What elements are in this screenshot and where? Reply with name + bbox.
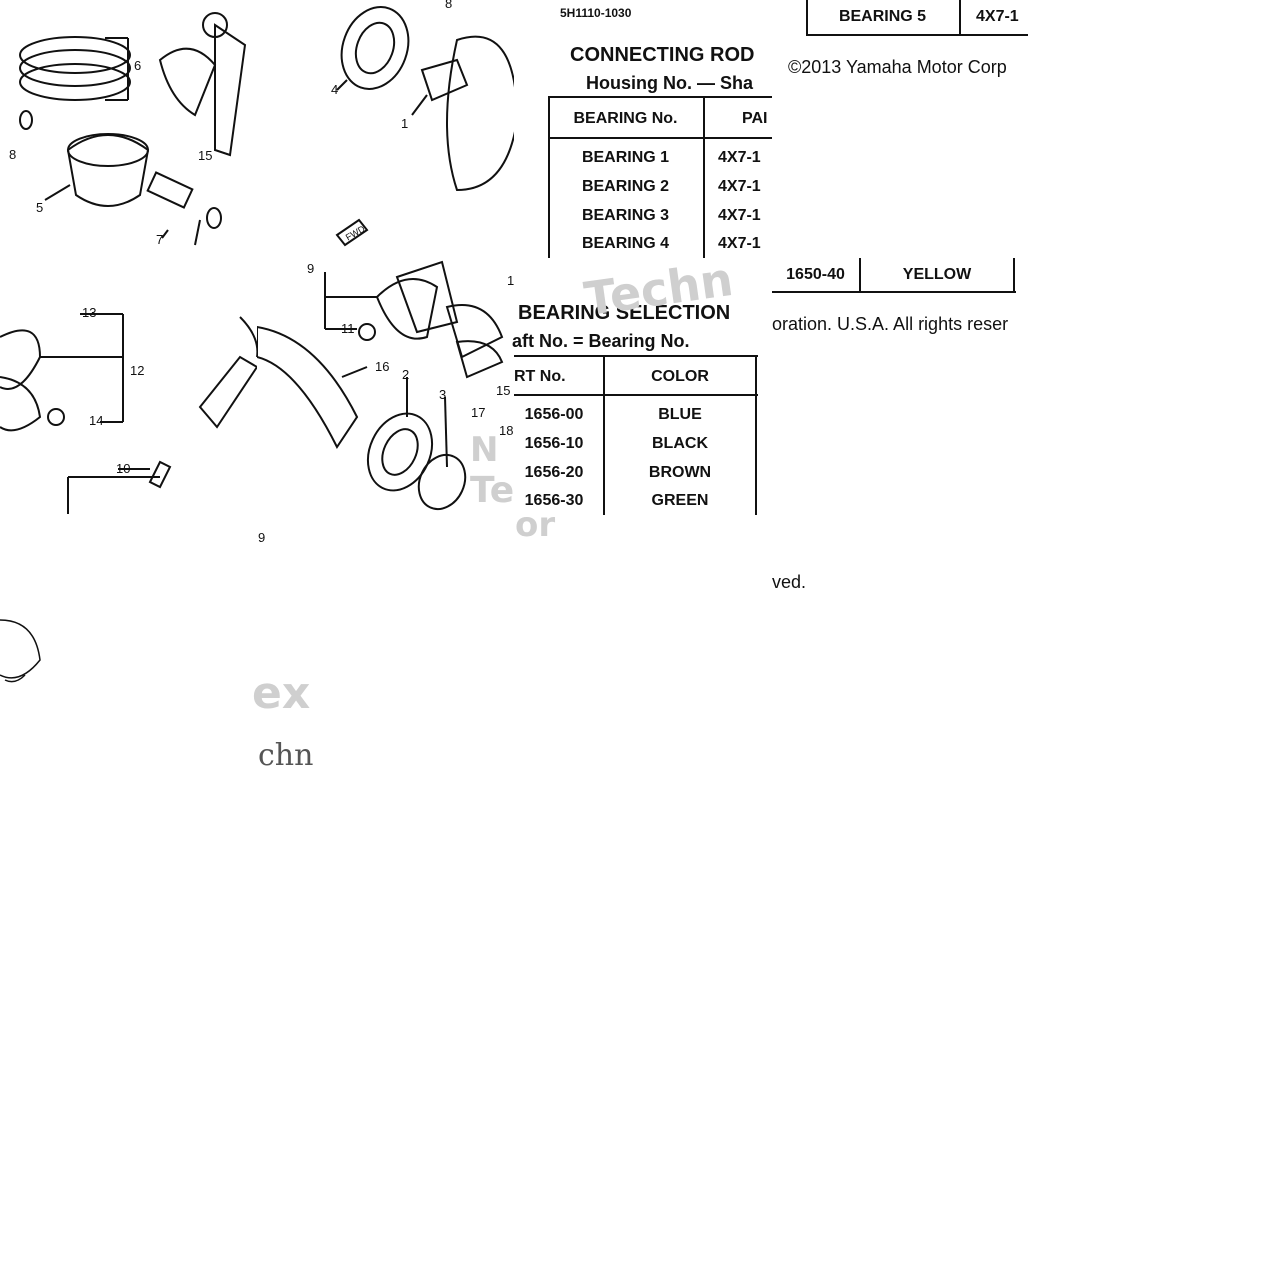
conrod-row4-part: 4X7-1	[718, 235, 761, 252]
bearing-selection-title: BEARING SELECTION	[518, 302, 731, 324]
callout-8: 8	[445, 0, 453, 11]
callout-12: 12	[130, 363, 145, 378]
watermark-n: N	[470, 430, 499, 470]
callout-11: 11	[341, 321, 355, 336]
diagram-tile-crank-bearing: 8 4 1 FWD	[257, 0, 514, 257]
bearing5-part: 4X7-1	[976, 8, 1019, 25]
callout-1-right: 1	[507, 273, 515, 288]
copyright-line2: oration. U.S.A. All rights reser	[772, 314, 1009, 334]
fragment-drawing	[0, 619, 41, 683]
callout-8a: 8	[9, 147, 17, 162]
callout-4: 4	[331, 82, 339, 97]
diagram-tile-pistons: 6 8 5 15 7	[0, 0, 257, 257]
conrod-row1-bearing: BEARING 1	[581, 149, 670, 166]
conrod-title: CONNECTING ROD	[570, 44, 755, 66]
callout-2: 2	[402, 367, 410, 382]
yellow-row-color: YELLOW	[902, 266, 972, 283]
callout-15-right: 15	[496, 383, 511, 398]
watermark-te: Te	[470, 470, 515, 511]
callout-5: 5	[36, 200, 44, 215]
callout-16: 16	[375, 359, 390, 374]
selection-row3-part: 1656-20	[524, 464, 584, 481]
piston-drawing	[19, 12, 247, 246]
bearing-selection-subtitle: aft No. = Bearing No.	[512, 331, 690, 351]
con-rod-drawing	[0, 313, 257, 514]
callout-13: 13	[82, 305, 97, 320]
callout-17: 17	[471, 405, 486, 420]
selection-row2-part: 1656-10	[524, 435, 584, 452]
conrod-row1-part: 4X7-1	[718, 149, 761, 166]
callout-1: 1	[401, 116, 409, 131]
part-code: 5H1110-1030	[560, 6, 632, 20]
callout-9: 9	[307, 261, 315, 276]
selection-row4-color: GREEN	[651, 492, 709, 509]
selection-row3-color: BROWN	[648, 464, 712, 481]
conrod-row3-part: 4X7-1	[718, 207, 761, 224]
copyright-line3: ved.	[772, 572, 807, 592]
watermark-ex: ex	[252, 668, 311, 719]
conrod-subtitle: Housing No. — Sha	[586, 73, 754, 93]
conrod-row3-bearing: BEARING 3	[581, 207, 670, 224]
watermark-or: or	[515, 505, 556, 545]
callout-3: 3	[439, 387, 447, 402]
stray-callout-9: 9	[258, 530, 266, 545]
conrod-table: BEARING No. PAI BEARING 1 4X7-1 BEARING …	[548, 96, 772, 258]
yellow-row-part: 1650-40	[786, 266, 845, 283]
bearing-selection-table: RT No. COLOR 1656-00 BLUE 1656-10 BLACK …	[514, 355, 758, 515]
selection-col-part: RT No.	[514, 368, 566, 385]
diagram-tile-fragment	[0, 590, 60, 700]
bearing5-label: BEARING 5	[838, 8, 927, 25]
callout-10: 10	[116, 461, 131, 476]
callout-15: 15	[198, 148, 213, 163]
selection-row4-part: 1656-30	[524, 492, 584, 509]
selection-row2-color: BLACK	[652, 435, 708, 452]
callout-7: 7	[156, 232, 164, 247]
bearing5-table-fragment: BEARING 5 4X7-1	[806, 0, 1028, 36]
diagram-tile-crankshaft: 9 11 16 2 3 17 18	[257, 257, 514, 514]
crank-bearing-drawing	[335, 6, 514, 247]
conrod-row2-bearing: BEARING 2	[581, 178, 670, 195]
diagram-tile-con-rod: 13 12 14 10	[0, 257, 257, 514]
selection-row1-part: 1656-00	[524, 406, 584, 423]
yellow-row-fragment: 1650-40 YELLOW	[772, 258, 1016, 294]
copyright-line1: ©2013 Yamaha Motor Corp	[788, 57, 1007, 77]
conrod-col-part: PAI	[742, 110, 768, 127]
conrod-col-bearing: BEARING No.	[573, 110, 678, 127]
crankshaft-drawing	[257, 260, 504, 511]
selection-row1-color: BLUE	[658, 406, 702, 423]
callout-14: 14	[89, 413, 104, 428]
watermark-chn: chn	[258, 738, 314, 773]
callout-18: 18	[499, 423, 514, 438]
selection-col-color: COLOR	[651, 368, 709, 385]
conrod-row4-bearing: BEARING 4	[581, 235, 670, 252]
conrod-row2-part: 4X7-1	[718, 178, 761, 195]
callout-6: 6	[134, 58, 142, 73]
